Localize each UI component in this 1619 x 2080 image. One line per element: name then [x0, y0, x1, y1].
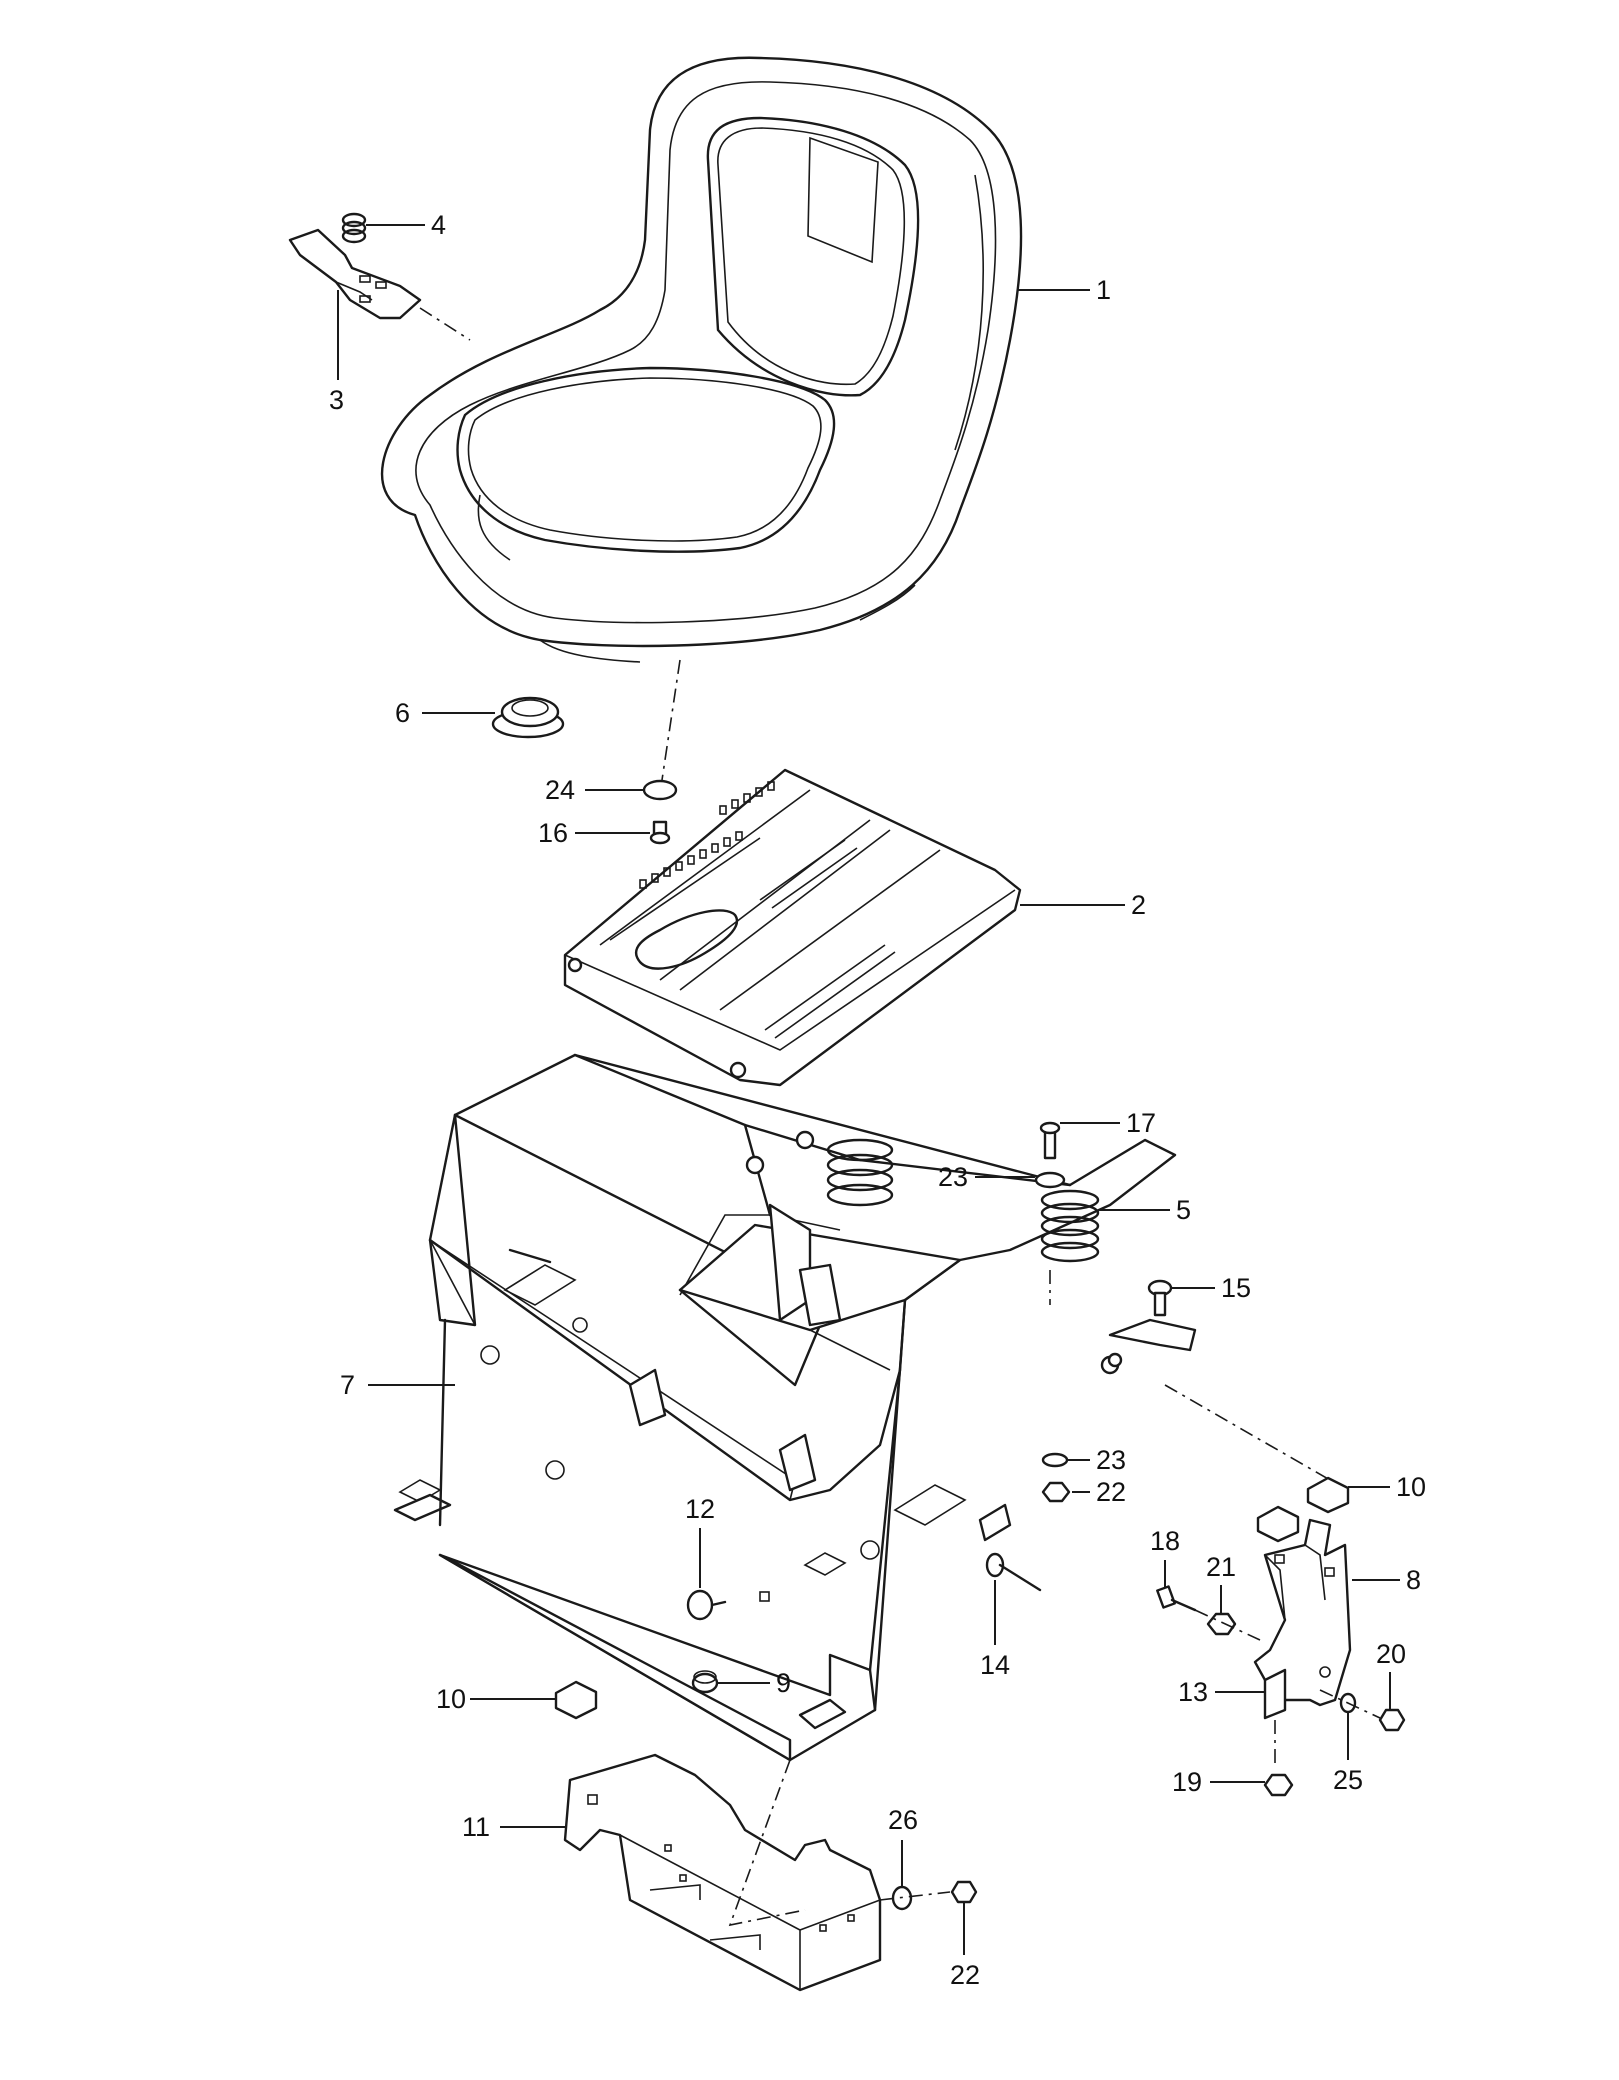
nut-part-21	[1206, 1612, 1237, 1636]
callout-10-left: 10	[436, 1684, 466, 1714]
bolt-part-18	[1156, 1585, 1197, 1612]
seat-frame-part-7	[393, 1053, 1197, 1762]
nut-part-19	[1263, 1773, 1294, 1797]
callout-17: 17	[1126, 1108, 1156, 1138]
callout-16: 16	[538, 818, 568, 848]
callout-12: 12	[685, 1494, 715, 1524]
washer-part-24	[642, 779, 678, 801]
seat-bracket-part-3	[288, 228, 422, 320]
spring-left	[826, 1138, 894, 1207]
seat-pan-part-2	[563, 768, 1022, 1087]
bolt-part-17	[1039, 1121, 1061, 1160]
callout-26: 26	[888, 1805, 918, 1835]
callout-10-right: 10	[1396, 1472, 1426, 1502]
block-part-13	[1263, 1668, 1287, 1720]
callout-13: 13	[1178, 1677, 1208, 1707]
nut-part-20	[1378, 1708, 1406, 1732]
callout-22-bottom: 22	[950, 1960, 980, 1990]
callout-25: 25	[1333, 1765, 1363, 1795]
callout-3: 3	[329, 385, 344, 415]
washer-part-23-top	[1034, 1171, 1066, 1189]
seat-part-1	[380, 56, 1023, 663]
clip-part-10-right	[1306, 1476, 1350, 1514]
callout-4: 4	[431, 210, 446, 240]
bolt-part-15	[1147, 1279, 1173, 1317]
callout-9: 9	[776, 1668, 791, 1698]
callout-1: 1	[1096, 275, 1111, 305]
spring-part-5	[1040, 1189, 1100, 1263]
callout-19: 19	[1172, 1767, 1202, 1797]
callout-2: 2	[1131, 890, 1146, 920]
leader-lines	[337, 224, 1400, 1955]
callout-23-bottom: 23	[1096, 1445, 1126, 1475]
bolt-part-16	[649, 820, 671, 845]
lower-bracket-part-11	[563, 1753, 882, 1992]
callout-15: 15	[1221, 1273, 1251, 1303]
callout-11: 11	[462, 1812, 490, 1842]
callout-7: 7	[340, 1370, 355, 1400]
callout-23-top: 23	[938, 1162, 968, 1192]
seat-switch-part-6	[491, 696, 565, 739]
nut-part-22-bottom	[950, 1880, 978, 1904]
callout-8: 8	[1406, 1565, 1421, 1595]
plug-part-9	[691, 1670, 719, 1694]
callout-6: 6	[395, 698, 410, 728]
callout-labels: 1 2 3 4 5 6 7 8 9 10 10 11 12 13 14 15 1…	[329, 210, 1426, 1990]
callout-22-mid: 22	[1096, 1477, 1126, 1507]
callout-21: 21	[1206, 1552, 1236, 1582]
spring-part-4	[341, 212, 367, 244]
callout-5: 5	[1176, 1195, 1191, 1225]
clip-part-10-right-2	[1256, 1505, 1300, 1543]
callout-24: 24	[545, 775, 575, 805]
pin-part-12	[686, 1589, 770, 1621]
clip-part-10-left	[554, 1680, 598, 1720]
callout-18: 18	[1150, 1526, 1180, 1556]
callout-20: 20	[1376, 1639, 1406, 1669]
bracket-part-8	[1253, 1518, 1352, 1707]
washer-part-23-bottom	[1041, 1452, 1069, 1468]
nut-part-22-mid	[1041, 1481, 1071, 1503]
bolt-part-14	[985, 1552, 1042, 1592]
callout-14: 14	[980, 1650, 1010, 1680]
